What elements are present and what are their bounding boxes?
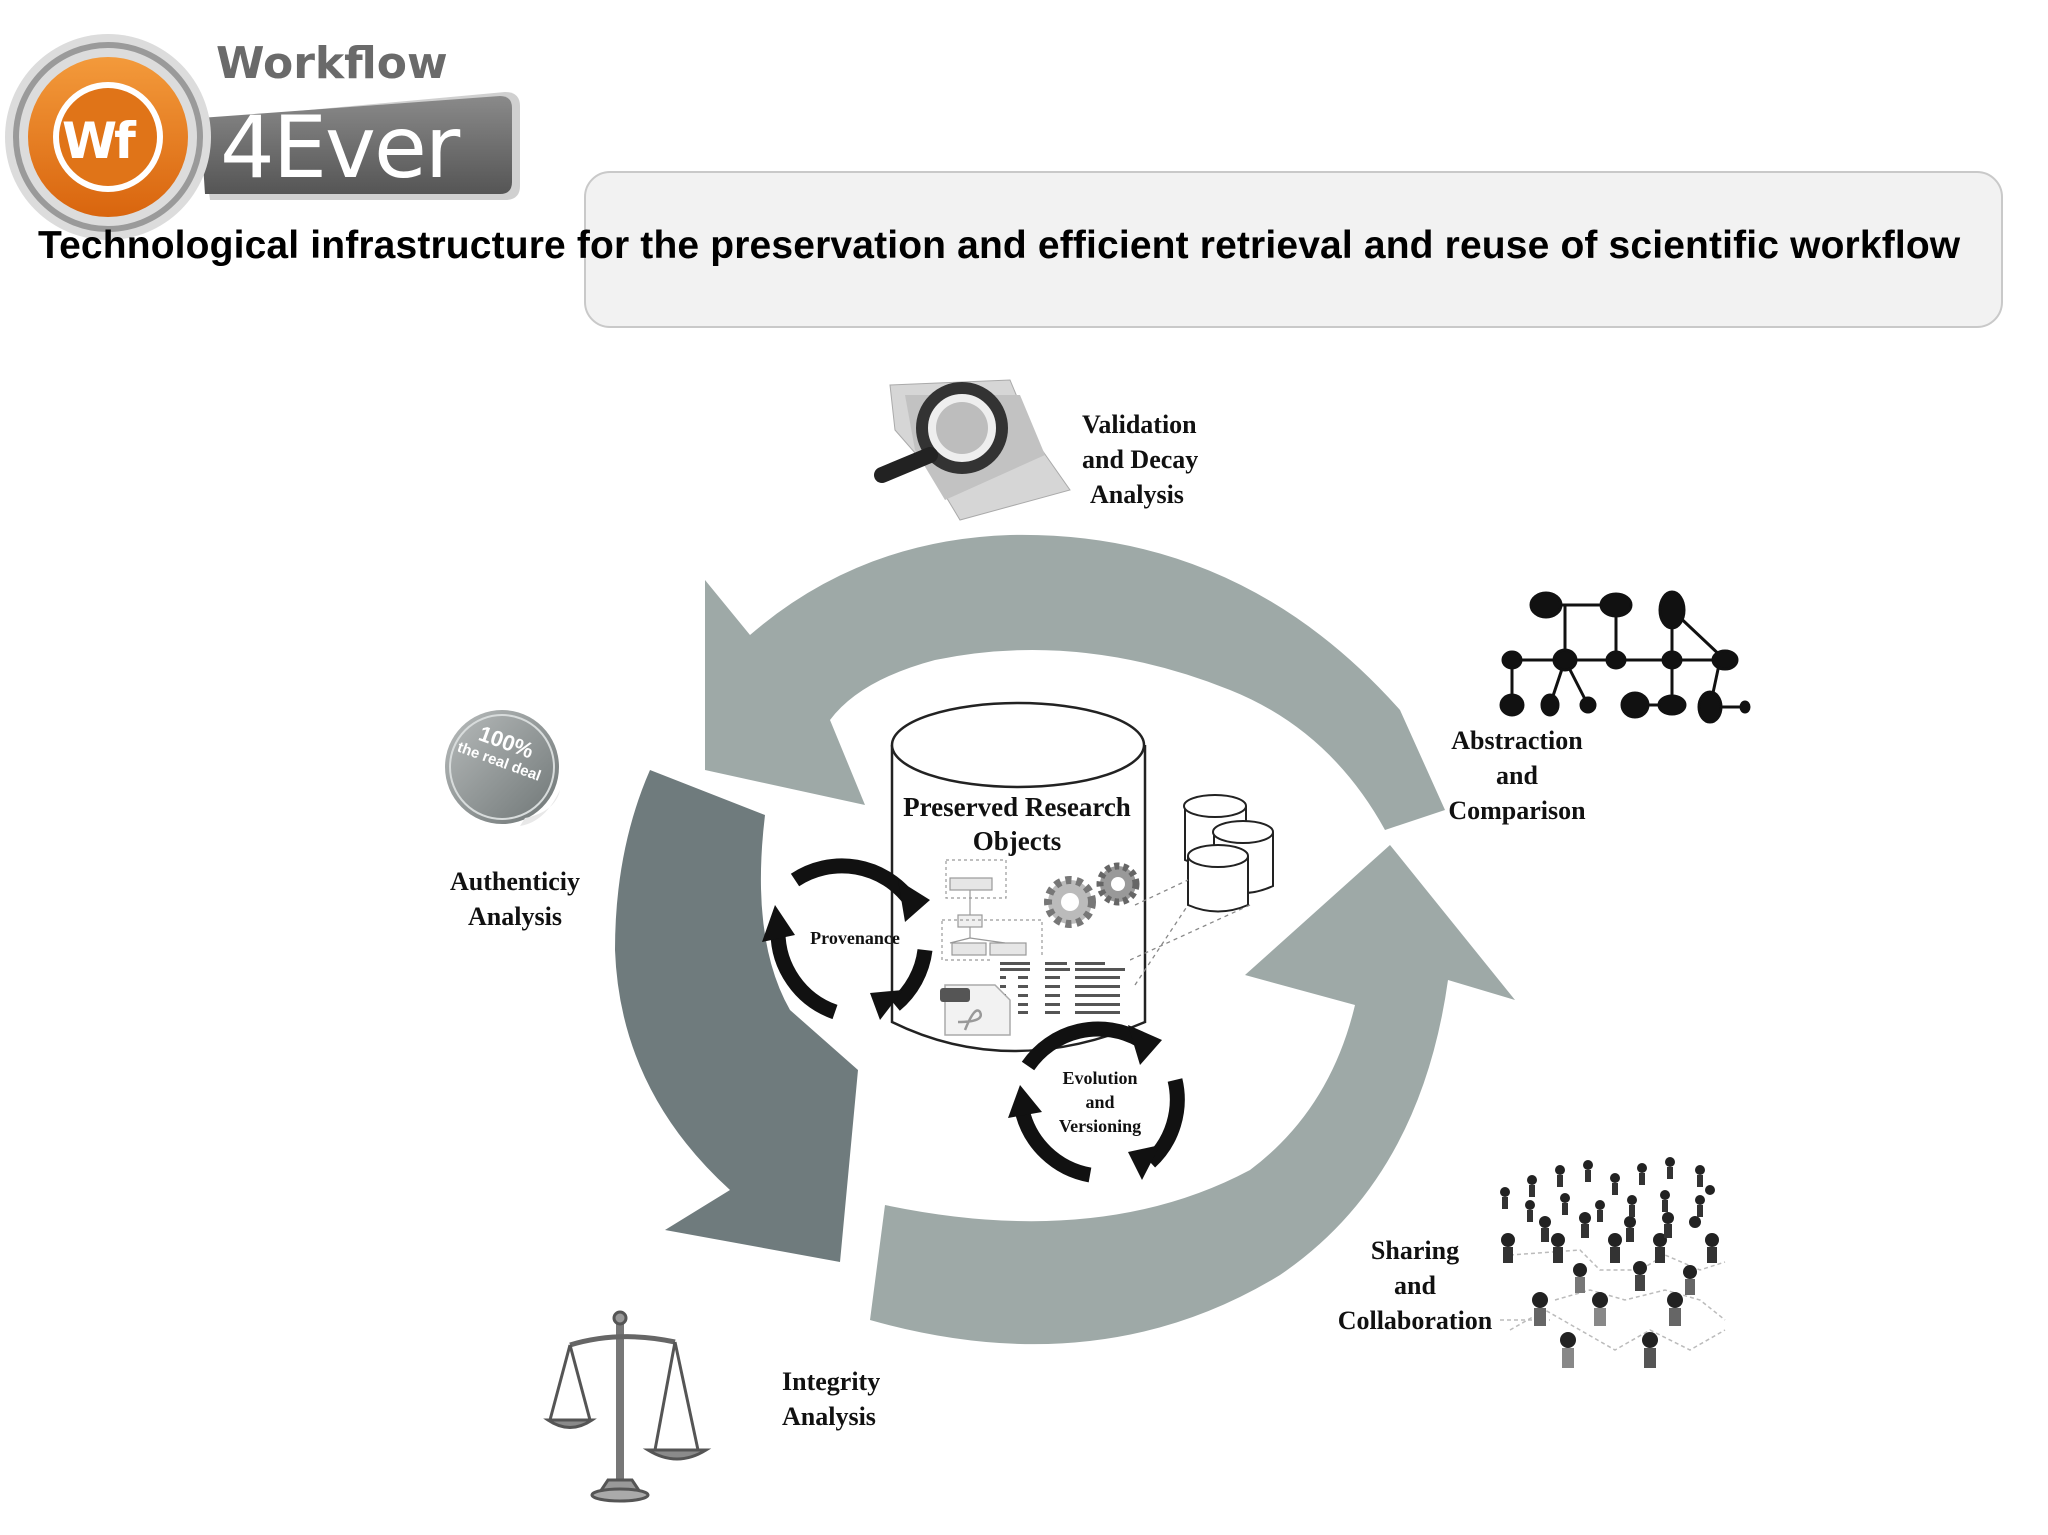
magnifier-icon — [874, 379, 1071, 521]
sticker-badge-icon — [445, 710, 560, 826]
bottom-cycle-arrow — [870, 845, 1515, 1345]
cycle-arrows — [615, 534, 1515, 1345]
evolution-cycle-icon — [1008, 1021, 1185, 1183]
workflow-thumbnail — [941, 859, 1043, 961]
database-icons — [1129, 794, 1274, 986]
people-network-icon — [1500, 1157, 1726, 1368]
page-subtitle: Technological infrastructure for the pre… — [38, 224, 1961, 267]
pdf-icon — [940, 984, 1011, 1036]
scales-icon — [543, 1310, 712, 1503]
gears-icon — [1044, 862, 1140, 928]
logo-badge-text: Wf — [62, 112, 136, 170]
provenance-cycle-icon — [762, 858, 933, 1020]
abstraction-label: Abstraction and Comparison — [1448, 726, 1586, 825]
provenance-label: Provenance — [810, 928, 900, 948]
integrity-label: Integrity Analysis — [782, 1367, 881, 1431]
authenticity-label: Authenticiy Analysis — [450, 867, 580, 931]
network-graph-icon — [1499, 590, 1751, 724]
left-cycle-arrow — [615, 770, 858, 1262]
top-cycle-arrow — [705, 534, 1445, 830]
wf4ever-logo — [5, 34, 520, 240]
logo-workflow-text: Workflow — [216, 38, 448, 89]
title-banner — [584, 171, 2003, 328]
logo-4ever-text: 4Ever — [220, 98, 460, 198]
evolution-label: Evolution and Versioning — [1058, 1068, 1142, 1136]
sharing-label: Sharing and Collaboration — [1337, 1236, 1493, 1335]
center-title: Preserved Research Objects — [903, 792, 1131, 856]
validation-label: Validation and Decay Analysis — [1082, 410, 1199, 509]
data-table-thumbnail — [990, 956, 1130, 1016]
